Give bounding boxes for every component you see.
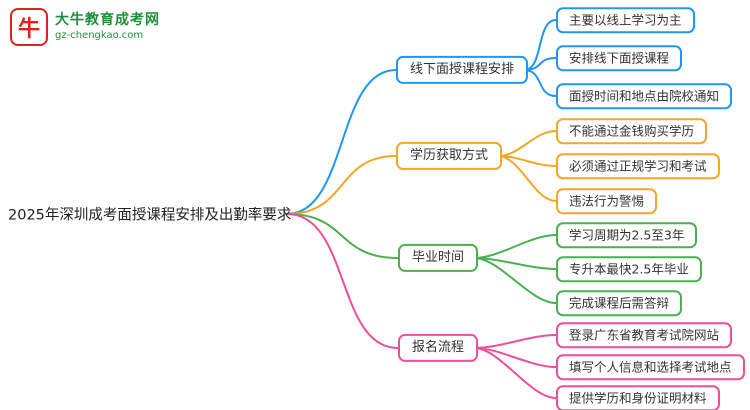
leaf-node: 专升本最快2.5年毕业	[556, 256, 702, 282]
leaf-node: 登录广东省教育考试院网站	[556, 322, 733, 348]
branch-2-links	[286, 130, 557, 215]
leaf-node: 主要以线上学习为主	[556, 7, 695, 33]
leaf-node: 不能通过金钱购买学历	[556, 118, 708, 144]
branch-1-links	[286, 19, 557, 215]
leaf-node: 违法行为警惕	[556, 188, 658, 214]
branch-node-registration-process: 报名流程	[398, 333, 479, 363]
leaf-node: 安排线下面授课程	[556, 45, 683, 71]
branch-3-links	[286, 213, 557, 304]
leaf-node: 完成课程后需答辩	[556, 290, 683, 316]
leaf-node: 提供学历和身份证明材料	[556, 385, 720, 410]
bull-logo-icon: 牛	[10, 8, 48, 46]
site-name: 大牛教育成考网	[55, 12, 160, 28]
branch-4-links	[286, 213, 557, 399]
site-domain: gz-chengkao.com	[55, 29, 144, 41]
branch-node-degree-acquisition: 学历获取方式	[396, 141, 503, 171]
root-topic: 2025年深圳成考面授课程安排及出勤率要求	[8, 207, 292, 224]
leaf-node: 学习周期为2.5至3年	[556, 222, 698, 248]
site-logo: 牛 大牛教育成考网 gz-chengkao.com	[10, 8, 160, 46]
branch-node-offline-course-arrangement: 线下面授课程安排	[396, 55, 529, 85]
leaf-node: 面授时间和地点由院校通知	[556, 83, 733, 109]
branch-node-graduation-time: 毕业时间	[398, 243, 479, 273]
leaf-node: 必须通过正规学习和考试	[556, 153, 720, 179]
leaf-node: 填写个人信息和选择考试地点	[556, 354, 745, 380]
